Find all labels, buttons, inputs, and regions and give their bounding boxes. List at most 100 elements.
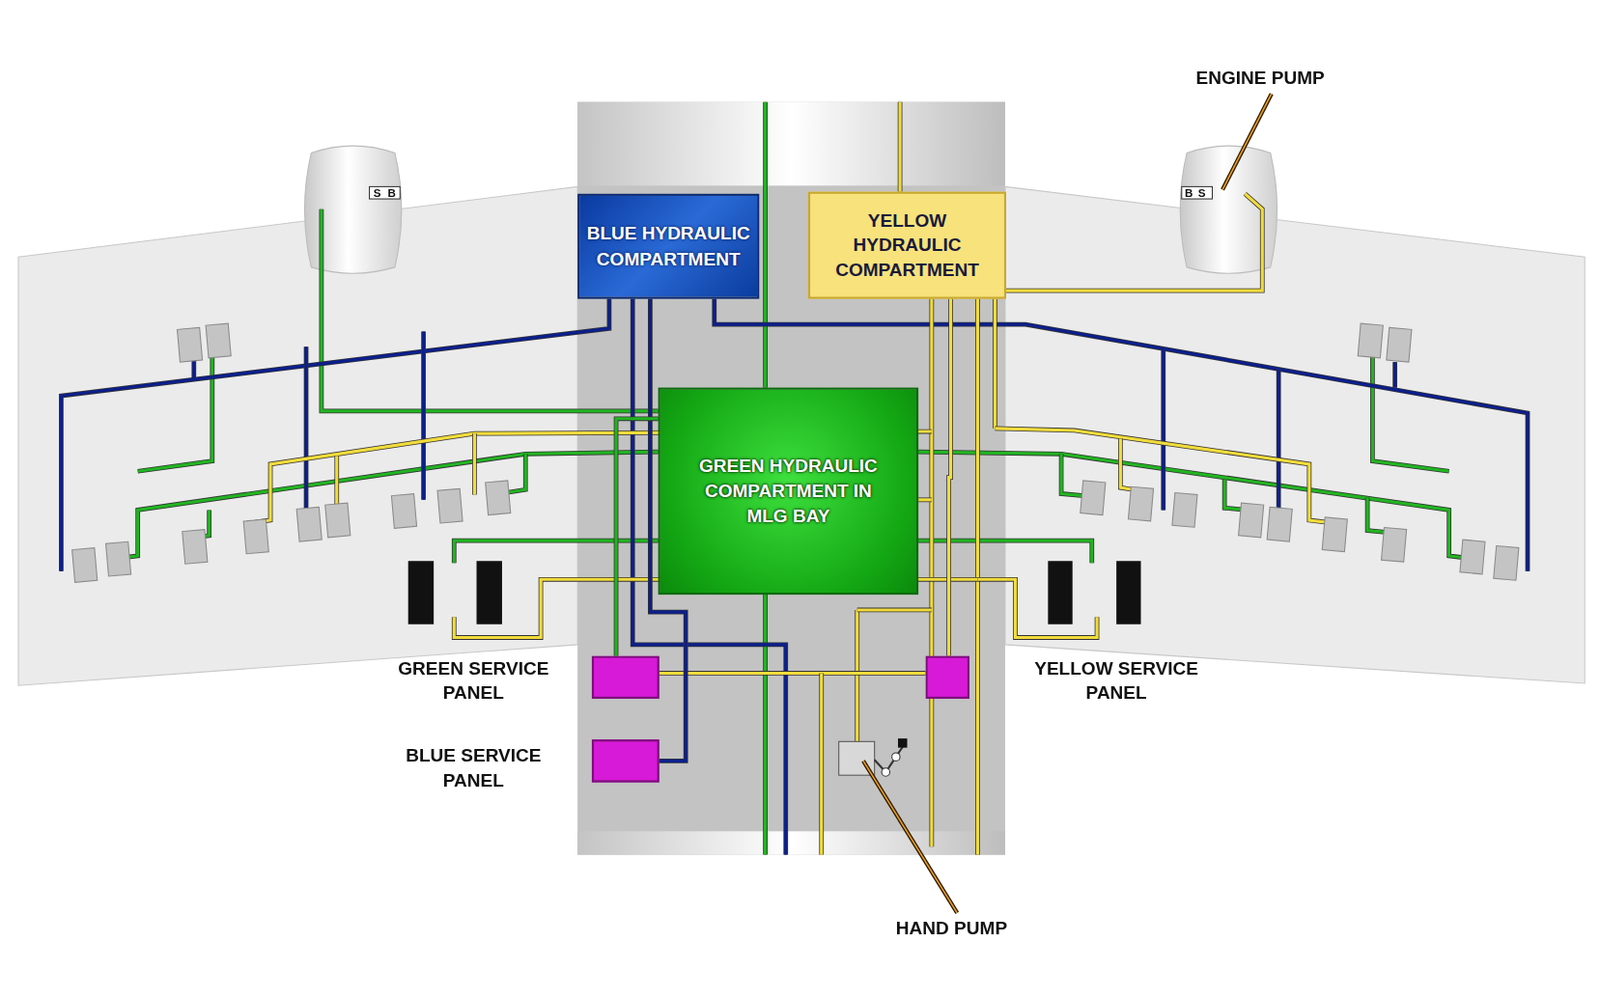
pipe	[976, 299, 980, 856]
pipe-outline	[334, 455, 339, 510]
control-surface	[1238, 503, 1264, 538]
panel-label: YELLOW SERVICE PANEL	[1009, 656, 1224, 706]
pipe-outline	[191, 359, 197, 380]
pipe	[1061, 453, 1084, 496]
pipe	[421, 331, 425, 500]
pipe	[453, 540, 658, 563]
pipe	[473, 433, 477, 495]
panel-label: GREEN SERVICE PANEL	[381, 656, 565, 706]
control-surface	[325, 503, 351, 538]
hydraulic-line	[949, 299, 952, 657]
control-surface	[1459, 539, 1486, 575]
pipe	[304, 346, 308, 510]
control-surface	[1381, 527, 1407, 562]
pipe	[918, 498, 932, 502]
fuselage-band	[577, 102, 1006, 187]
callout-label: ENGINE PUMP	[1196, 67, 1325, 90]
pipe-outline	[762, 102, 768, 389]
pipe-outline	[453, 540, 658, 563]
left-wing	[18, 186, 578, 686]
control-surface	[72, 548, 98, 584]
pipe-outline	[949, 299, 952, 657]
wheel	[1047, 561, 1072, 625]
pipe-outline	[1392, 362, 1398, 388]
pipe-outline	[659, 671, 927, 676]
control-surface	[182, 530, 208, 565]
wheel	[477, 561, 503, 625]
control-surface	[437, 488, 463, 524]
pipe-outline	[818, 673, 824, 855]
wheel	[1116, 561, 1141, 625]
pipe	[1120, 438, 1133, 490]
pump-letter: B	[388, 186, 396, 199]
pipe-outline	[762, 594, 768, 855]
pipe	[1393, 362, 1397, 388]
pipe-outline	[304, 346, 309, 510]
pipe-outline	[1120, 438, 1133, 490]
pipe-outline	[854, 610, 860, 742]
pipe	[898, 102, 902, 193]
control-surface	[106, 541, 132, 577]
control-surface	[177, 327, 203, 363]
pipe-outline	[975, 299, 981, 856]
pipe	[1003, 194, 1263, 291]
pipe-outline	[977, 579, 1097, 638]
leader-line	[1222, 93, 1272, 190]
pipe	[929, 299, 933, 848]
pipe-outline	[928, 299, 934, 848]
control-surface	[1357, 323, 1383, 359]
wheel	[408, 561, 434, 625]
pipe-outline	[1061, 453, 1084, 496]
pipe	[1372, 346, 1449, 472]
hand-pump-pivot	[881, 768, 890, 777]
hydraulic-line	[616, 419, 659, 657]
pipe-outline	[1160, 348, 1166, 510]
engine-pump	[369, 186, 401, 199]
panel-label: BLUE SERVICE PANEL	[381, 743, 565, 793]
pipe	[1277, 369, 1281, 511]
control-surface	[1080, 480, 1106, 516]
hydraulic-compartment: BLUE HYDRAULIC COMPARTMENT	[577, 194, 759, 300]
leader-line	[863, 760, 957, 913]
engine-pump	[1181, 186, 1213, 199]
pipe-outline	[421, 331, 426, 500]
service-panel: GREEN SERVICE PANEL	[591, 656, 660, 700]
compartment-label: BLUE HYDRAULIC COMPARTMENT	[581, 222, 756, 272]
pipe-outline	[857, 608, 932, 614]
pump-letter: B	[1184, 186, 1193, 199]
pump-letter: S	[1198, 186, 1207, 199]
pipe-outline	[1276, 369, 1282, 511]
pipe	[993, 299, 997, 429]
pipe-outline	[918, 540, 1093, 563]
control-surface	[1127, 486, 1153, 522]
pipe	[918, 540, 1093, 563]
service-panel: YELLOW SERVICE PANEL	[926, 656, 970, 700]
control-surface	[1386, 327, 1412, 363]
compartment-label: YELLOW HYDRAULIC COMPARTMENT	[812, 208, 1003, 283]
pipe	[335, 455, 338, 510]
control-surface	[205, 323, 231, 359]
control-surface	[485, 480, 511, 516]
hydraulic-pipes	[60, 102, 1528, 856]
hand-pump-lever	[874, 744, 905, 773]
pipe-outline	[138, 346, 213, 472]
pipe	[855, 610, 859, 742]
control-surface	[391, 494, 417, 530]
control-surface	[1172, 493, 1198, 529]
service-panel: BLUE SERVICE PANEL	[591, 739, 660, 783]
compartment-label: GREEN HYDRAULIC COMPARTMENT IN MLG BAY	[699, 453, 878, 529]
pipe-outline	[1372, 346, 1449, 472]
control-surface	[1266, 506, 1292, 542]
pipe	[1161, 348, 1165, 510]
pipe	[763, 102, 767, 389]
pipe-outline	[992, 299, 998, 429]
hand-pump-handle	[898, 738, 908, 749]
pipe	[819, 673, 823, 855]
control-surface	[243, 519, 269, 555]
control-surface	[296, 506, 322, 542]
pipe-outline	[898, 102, 903, 193]
fuselage	[577, 102, 1006, 856]
hydraulic-compartment: YELLOW HYDRAULIC COMPARTMENT	[808, 192, 1007, 300]
pipe	[659, 672, 927, 675]
